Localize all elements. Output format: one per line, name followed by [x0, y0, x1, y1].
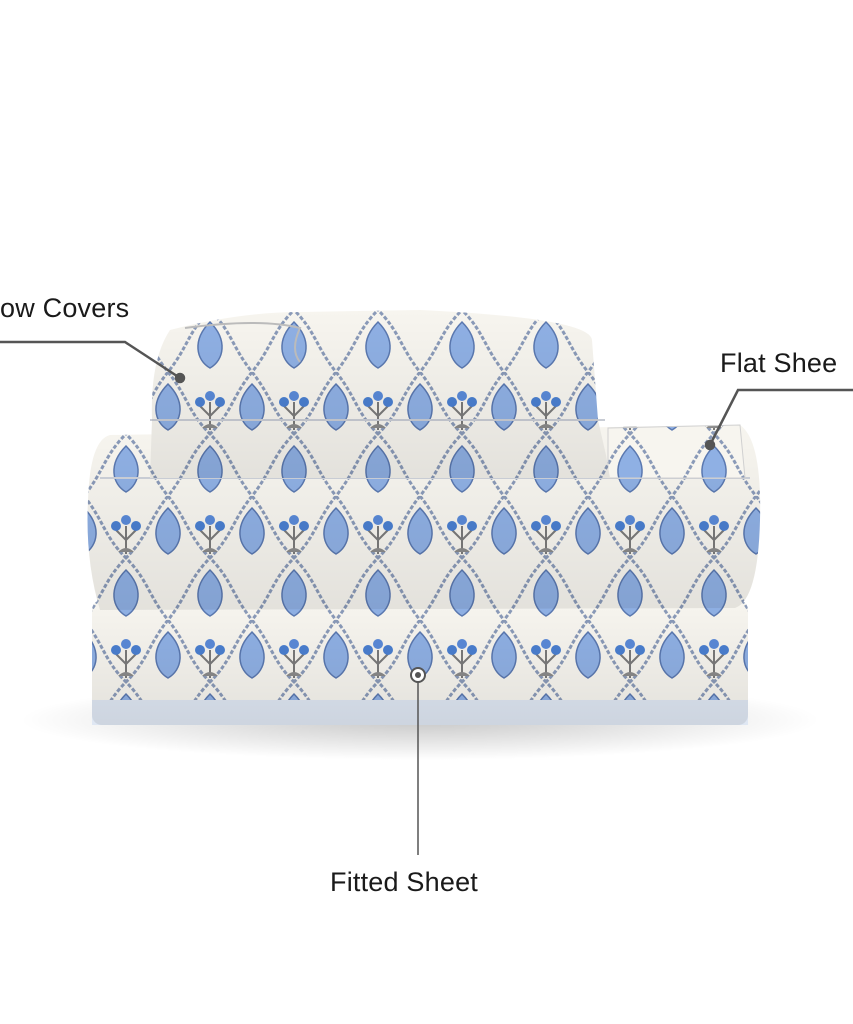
pillow-covers	[150, 310, 610, 478]
fitted-sheet	[92, 600, 748, 725]
label-pillow-covers: ow Covers	[0, 293, 130, 323]
label-fitted-sheet: Fitted Sheet	[330, 867, 478, 897]
callout-pillow-covers	[0, 340, 186, 384]
label-flat-sheet: Flat Shee	[720, 348, 838, 378]
callout-flat-sheet	[704, 388, 853, 451]
callout-fitted-sheet	[410, 667, 426, 855]
